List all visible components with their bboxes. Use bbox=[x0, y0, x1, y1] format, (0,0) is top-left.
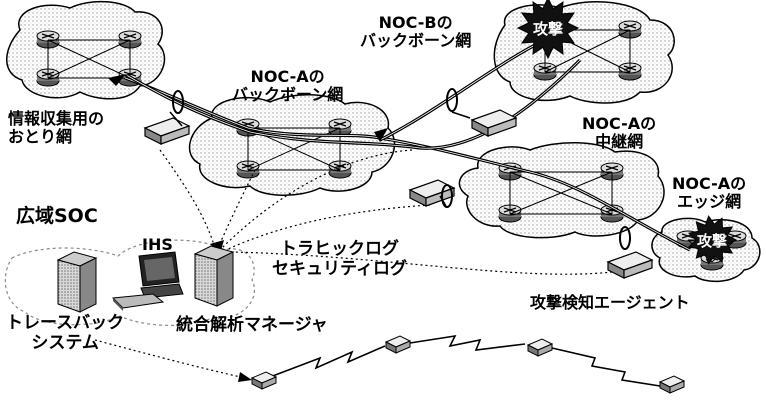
noc-a-backbone-cloud bbox=[190, 95, 395, 196]
label-line: トレースバック bbox=[6, 314, 124, 334]
traceback-box-icon bbox=[660, 376, 684, 393]
workstation-icon bbox=[113, 252, 183, 311]
label-line: NOC-Aの bbox=[232, 68, 343, 86]
label-ihs: IHS bbox=[142, 236, 173, 254]
label-traceback-system: トレースバック システム bbox=[6, 314, 124, 353]
label-line: 情報収集用の bbox=[8, 110, 104, 128]
label-logs: トラヒックログ セキュリティログ bbox=[272, 240, 407, 279]
label-line: NOC-Aの bbox=[582, 115, 656, 133]
label-decoy-network: 情報収集用の おとり網 bbox=[8, 110, 104, 147]
agent-connector bbox=[452, 112, 470, 118]
label-noc-b-backbone: NOC-Bの バックボーン網 bbox=[360, 14, 471, 51]
attack-badge-text: 攻撃 bbox=[533, 20, 563, 38]
label-line: NOC-Aの bbox=[672, 175, 746, 193]
label-line: トラヒックログ bbox=[272, 240, 407, 260]
agent-box-icon bbox=[608, 252, 652, 278]
label-line: バックボーン網 bbox=[360, 32, 471, 50]
label-line: エッジ網 bbox=[672, 193, 746, 211]
trace-arrowhead bbox=[238, 372, 252, 382]
label-noc-a-edge: NOC-Aの エッジ網 bbox=[672, 175, 746, 212]
soc-devices bbox=[58, 246, 233, 312]
label-noc-a-relay: NOC-Aの 中継網 bbox=[582, 115, 656, 152]
trace-zigzag bbox=[410, 336, 525, 350]
trace-zigzag bbox=[270, 346, 385, 377]
traceback-box-icon bbox=[528, 339, 552, 356]
label-line: バックボーン網 bbox=[232, 86, 343, 104]
agent-box-icon bbox=[472, 110, 516, 136]
agent-box-icon bbox=[410, 180, 454, 206]
attack-badge-text: 攻撃 bbox=[697, 232, 727, 250]
traceback-box-icon bbox=[386, 336, 410, 353]
server-icon bbox=[58, 252, 96, 312]
label-wide-soc: 広域SOC bbox=[16, 206, 98, 228]
trace-zigzag bbox=[552, 348, 660, 386]
agent-box-icon bbox=[145, 118, 189, 144]
label-detection-agent: 攻撃検知エージェント bbox=[530, 294, 690, 312]
label-noc-a-backbone: NOC-Aの バックボーン網 bbox=[232, 68, 343, 105]
label-line: 中継網 bbox=[582, 133, 656, 151]
label-line: おとり網 bbox=[8, 128, 104, 146]
label-line: NOC-Bの bbox=[360, 14, 471, 32]
label-line: システム bbox=[6, 334, 124, 354]
noc-a-relay-cloud bbox=[459, 143, 664, 238]
traceback-box-icon bbox=[252, 372, 276, 389]
traceback-chain bbox=[95, 336, 684, 393]
label-line: セキュリティログ bbox=[272, 260, 407, 280]
label-analysis-manager: 統合解析マネージャ bbox=[176, 316, 328, 336]
server-icon bbox=[195, 246, 233, 306]
